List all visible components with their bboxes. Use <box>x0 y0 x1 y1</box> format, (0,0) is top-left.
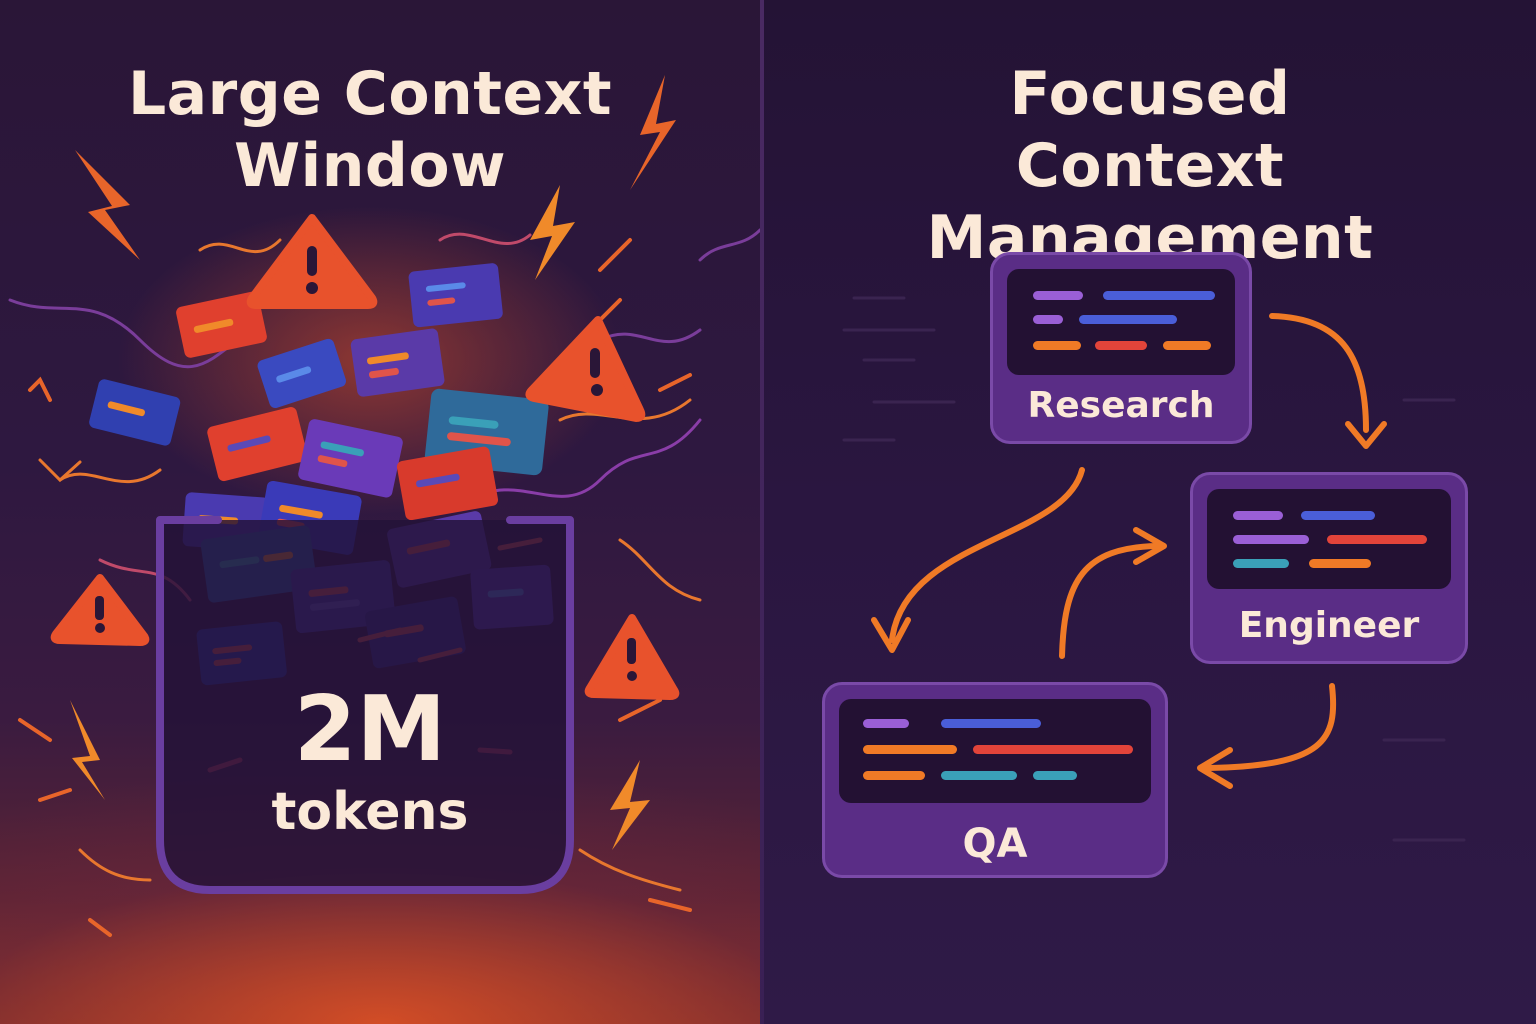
code-line <box>941 771 1017 780</box>
warning-icon <box>55 578 146 642</box>
code-line <box>941 719 1041 728</box>
engineer-screen <box>1207 489 1451 589</box>
confetti-dash <box>620 700 660 720</box>
token-unit: tokens <box>170 780 570 844</box>
large-context-panel: Large Context Window 2M tokens <box>0 0 760 1024</box>
research-screen <box>1007 269 1235 375</box>
left-title-line-2: Window <box>60 130 680 202</box>
token-count: 2M <box>170 680 570 780</box>
research-label: Research <box>993 385 1249 426</box>
confetti-dash <box>90 920 110 935</box>
qa-screen <box>839 699 1151 803</box>
confetti-dash <box>650 900 690 910</box>
squiggle-wire <box>600 330 700 342</box>
code-line <box>1033 291 1083 300</box>
code-line <box>1033 315 1063 324</box>
code-line <box>1079 315 1177 324</box>
warning-icon <box>251 218 374 305</box>
confetti-dash <box>20 720 50 740</box>
squiggle-wire <box>40 460 80 480</box>
squiggle-wire <box>580 850 680 890</box>
code-line <box>1301 511 1375 520</box>
research-node: Research <box>990 252 1252 444</box>
code-line <box>973 745 1133 754</box>
arrow-qa-to-engineer <box>1062 546 1156 656</box>
code-line <box>863 771 925 780</box>
code-line <box>1233 511 1283 520</box>
engineer-node: Engineer <box>1190 472 1468 664</box>
confetti-dash <box>600 240 630 270</box>
lightning-icon <box>70 700 105 800</box>
code-line <box>863 745 957 754</box>
code-line <box>1103 291 1215 300</box>
arrow-research-to-qa <box>892 470 1082 640</box>
code-line <box>1163 341 1211 350</box>
qa-node: QA <box>822 682 1168 878</box>
squiggle-wire <box>200 240 280 252</box>
lightning-icon <box>610 760 650 850</box>
code-line <box>1233 559 1289 568</box>
confetti-dash <box>660 375 690 390</box>
squiggle-wire <box>700 230 760 260</box>
code-line <box>1233 535 1309 544</box>
squiggle-wire <box>60 470 160 482</box>
squiggle-wire <box>440 234 530 243</box>
code-line <box>1033 341 1081 350</box>
squiggle-wire <box>620 540 700 600</box>
confetti-dash <box>30 380 50 400</box>
code-line <box>863 719 909 728</box>
qa-label: QA <box>825 821 1165 867</box>
code-line <box>1309 559 1371 568</box>
engineer-label: Engineer <box>1193 605 1465 646</box>
code-line <box>1095 341 1147 350</box>
focused-context-panel: Focused Context Management <box>764 0 1536 1024</box>
code-line <box>1033 771 1077 780</box>
confetti-dash <box>600 300 620 320</box>
arrow-engineer-to-qa <box>1208 686 1333 768</box>
confetti-dash <box>40 790 70 800</box>
warning-icon <box>589 618 676 696</box>
left-title-line-1: Large Context <box>60 58 680 130</box>
squiggle-wire <box>80 850 150 880</box>
arrow-research-to-engineer <box>1272 316 1366 430</box>
left-panel-title: Large Context Window <box>60 58 680 202</box>
code-line <box>1327 535 1427 544</box>
